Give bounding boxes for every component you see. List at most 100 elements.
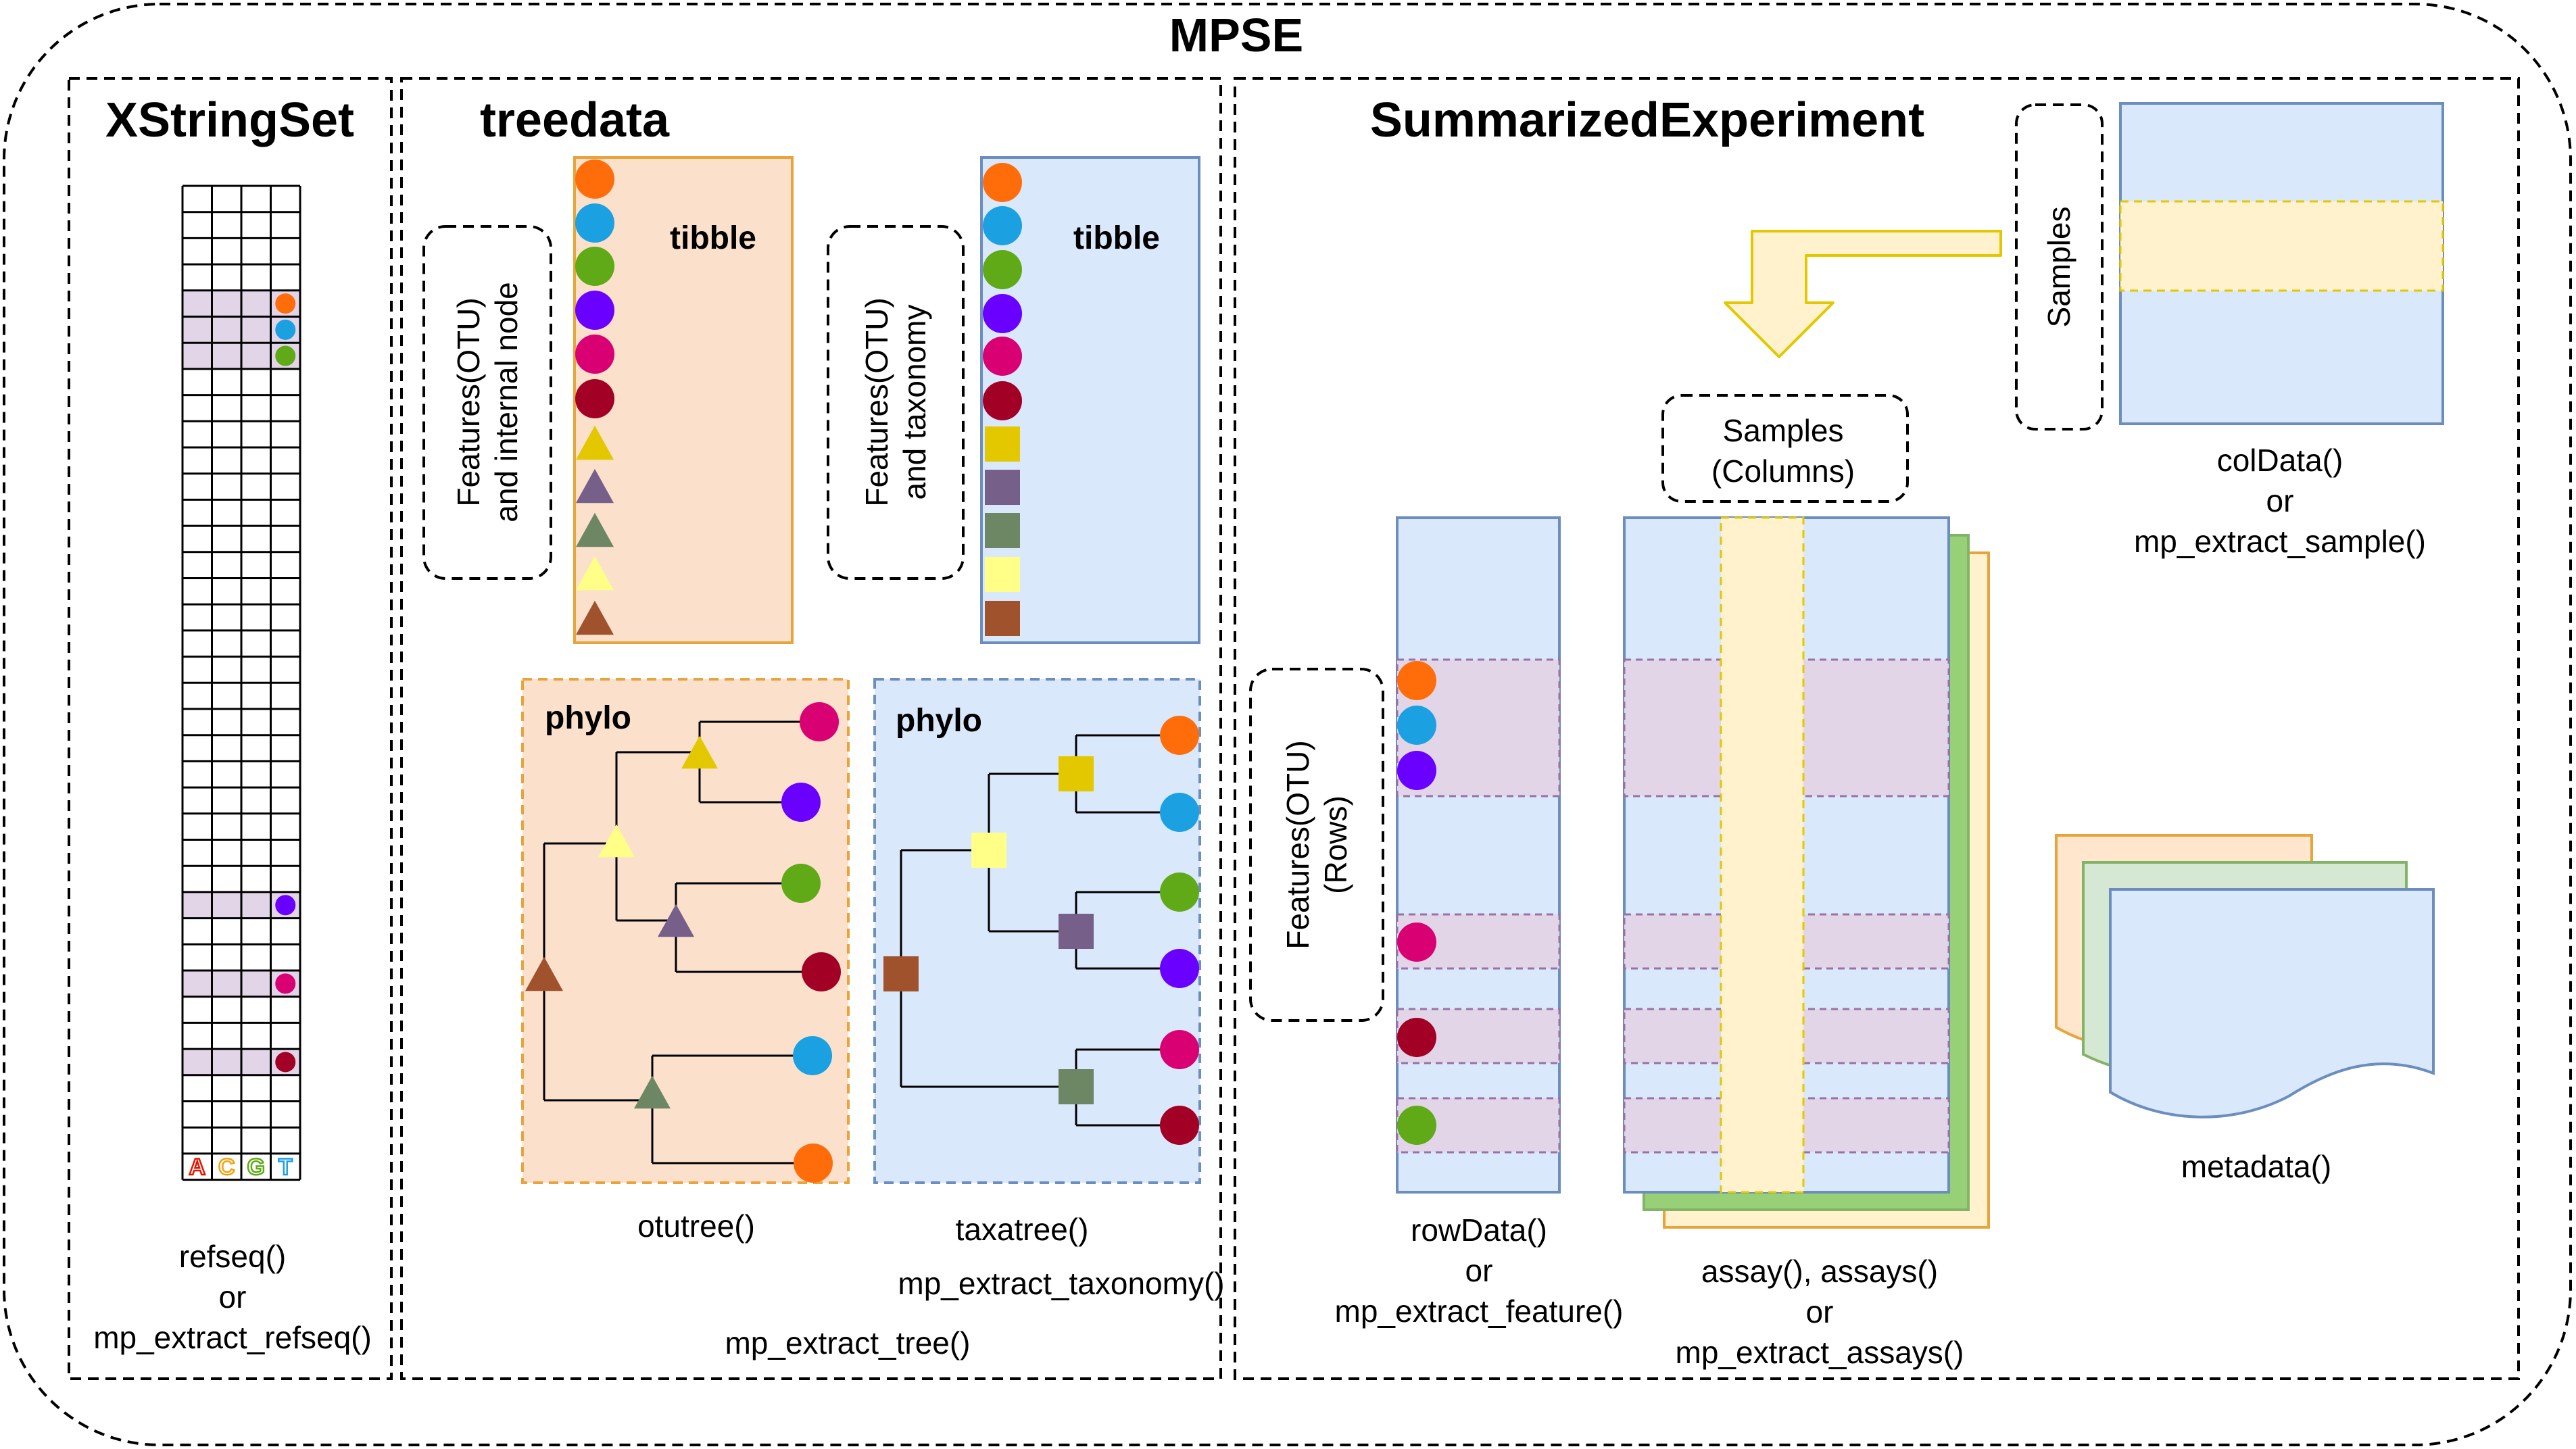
samples-arrow xyxy=(1724,230,2002,358)
base-label: G xyxy=(247,1154,265,1180)
coldata-func: colData() xyxy=(2217,443,2343,478)
leaf-marker xyxy=(1160,1030,1199,1069)
tibble2-feature-marks xyxy=(983,163,1022,636)
leaf-marker xyxy=(1160,1106,1199,1145)
otu-marker xyxy=(983,206,1022,245)
feature-marker xyxy=(1397,751,1436,790)
rowdata-func: rowData() xyxy=(1411,1212,1547,1248)
rowdata-feature-marks xyxy=(1397,661,1436,1145)
taxon-marker xyxy=(1059,1069,1094,1104)
taxatree-func: taxatree() xyxy=(956,1212,1089,1247)
base-label: C xyxy=(218,1154,235,1180)
taxon-marker xyxy=(985,601,1020,636)
leaf-marker xyxy=(1160,873,1199,912)
extract-sample-func: mp_extract_sample() xyxy=(2134,524,2426,559)
taxon-marker xyxy=(985,426,1020,462)
otu-marker xyxy=(983,250,1022,289)
extract-taxonomy-func: mp_extract_taxonomy() xyxy=(898,1266,1224,1301)
samples-columns-label-line1: Samples xyxy=(1723,413,1844,448)
rowdata-box xyxy=(1396,516,1561,1194)
extract-assays-func: mp_extract_assays() xyxy=(1676,1335,1964,1370)
feature-marker xyxy=(1397,923,1436,962)
tibble2-side-label-line2: and taxonomy xyxy=(897,305,932,500)
coldata-or: or xyxy=(2266,483,2294,518)
leaf-marker xyxy=(794,1144,833,1183)
taxon-marker xyxy=(971,833,1006,868)
tibble1-side-label-line1: Features(OTU) xyxy=(451,297,486,506)
leaf-marker xyxy=(793,1036,832,1075)
tibble2-side-label-box xyxy=(827,225,965,580)
metadata-func: metadata() xyxy=(2181,1149,2331,1184)
taxa-tree xyxy=(883,716,1199,1145)
leaf-marker xyxy=(781,783,821,822)
taxon-marker xyxy=(883,956,919,991)
taxon-marker xyxy=(1059,914,1094,949)
tibble1-label: tibble xyxy=(670,220,756,256)
samples-label-box xyxy=(2015,103,2104,431)
leaf-marker xyxy=(1160,793,1199,832)
metadata-documents xyxy=(2055,834,2435,1119)
otutree-func: otutree() xyxy=(637,1208,755,1244)
node-marker xyxy=(658,904,694,937)
node-marker xyxy=(576,512,614,547)
refseq-or: or xyxy=(219,1279,247,1315)
feature-marker xyxy=(1397,661,1436,700)
xstringset-section xyxy=(68,77,393,1380)
sequence-marker xyxy=(275,895,296,916)
otu-marker xyxy=(575,379,614,418)
phylo1-label: phylo xyxy=(545,700,631,736)
extract-feature-func: mp_extract_feature() xyxy=(1335,1294,1624,1329)
node-marker xyxy=(634,1075,671,1109)
mpse-title: MPSE xyxy=(1169,9,1303,62)
leaf-marker xyxy=(1160,716,1199,755)
taxon-marker xyxy=(985,470,1020,505)
otu-tree xyxy=(525,702,841,1183)
node-marker xyxy=(576,556,614,591)
treedata-section xyxy=(400,77,1222,1380)
metadata-doc-front xyxy=(2109,888,2435,1119)
base-label: A xyxy=(189,1154,205,1180)
assay-or: or xyxy=(1806,1294,1834,1329)
leaf-marker xyxy=(800,702,839,741)
otu-marker xyxy=(575,291,614,330)
assay-sample-column xyxy=(1720,516,1805,1194)
samples-columns-label-box xyxy=(1661,394,1909,503)
feature-marker xyxy=(1397,706,1436,745)
sequence-marker xyxy=(275,973,296,994)
se-title: SummarizedExperiment xyxy=(1370,93,1924,147)
coldata-sample-row xyxy=(2119,200,2444,292)
taxon-marker xyxy=(985,557,1020,592)
tibble2-side-label-line1: Features(OTU) xyxy=(859,297,894,506)
extract-refseq-func: mp_extract_refseq() xyxy=(93,1320,372,1355)
otu-marker xyxy=(575,159,614,199)
treedata-title: treedata xyxy=(480,93,670,147)
node-marker xyxy=(681,735,718,769)
leaf-marker xyxy=(802,952,841,991)
samples-label: Samples xyxy=(2041,207,2076,328)
feature-marker xyxy=(1397,1018,1436,1057)
extract-tree-func: mp_extract_tree() xyxy=(725,1325,970,1360)
node-marker xyxy=(525,956,563,991)
samples-columns-label-line2: (Columns) xyxy=(1711,453,1855,489)
tibble1-side-label-line2: and internal node xyxy=(489,282,524,522)
xstringset-title: XStringSet xyxy=(105,93,354,147)
mpse-container xyxy=(3,3,2572,1446)
otu-marker xyxy=(983,294,1022,333)
sequence-marker xyxy=(275,293,296,314)
sequence-marker xyxy=(275,319,296,340)
tibble2-label: tibble xyxy=(1073,220,1160,256)
assay-func: assay(), assays() xyxy=(1701,1254,1938,1289)
base-label: T xyxy=(278,1154,293,1180)
node-marker xyxy=(576,468,614,504)
otu-marker xyxy=(983,381,1022,420)
otu-marker xyxy=(983,163,1022,202)
features-rows-label-box xyxy=(1249,668,1384,1022)
sequence-marker xyxy=(275,345,296,366)
taxon-marker xyxy=(985,513,1020,548)
otu-marker xyxy=(983,337,1022,376)
feature-marker xyxy=(1397,1106,1436,1145)
otu-marker xyxy=(575,203,614,243)
features-rows-label-line2: (Rows) xyxy=(1318,795,1353,894)
